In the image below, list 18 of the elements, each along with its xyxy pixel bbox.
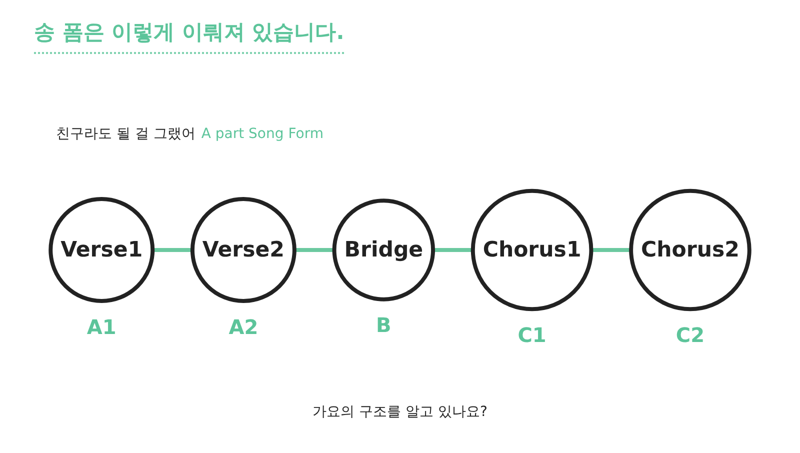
subtitle-text: A part Song Form bbox=[201, 126, 324, 142]
part-label: B bbox=[376, 313, 392, 338]
title: 송 폼은 이렇게 이뤄져 있습니다. bbox=[34, 18, 344, 54]
note-text: 가요의 구조를 알고 있나요? bbox=[312, 403, 488, 421]
part-label: C2 bbox=[676, 323, 704, 348]
part-label: A1 bbox=[86, 314, 116, 339]
node-circle: Bridge bbox=[332, 198, 436, 302]
connector bbox=[294, 248, 334, 252]
node-circle: Chorus2 bbox=[629, 188, 752, 312]
part-label: C1 bbox=[518, 323, 546, 348]
part-label: A2 bbox=[228, 314, 258, 339]
node-circle: Verse1 bbox=[48, 197, 155, 303]
connector bbox=[433, 248, 473, 252]
connector bbox=[152, 248, 192, 252]
connector bbox=[591, 248, 632, 252]
node-circle: Verse2 bbox=[190, 197, 296, 303]
subtitle-text: 친구라도 될 걸 그랬어 bbox=[56, 126, 196, 142]
node-circle: Chorus1 bbox=[470, 188, 594, 312]
